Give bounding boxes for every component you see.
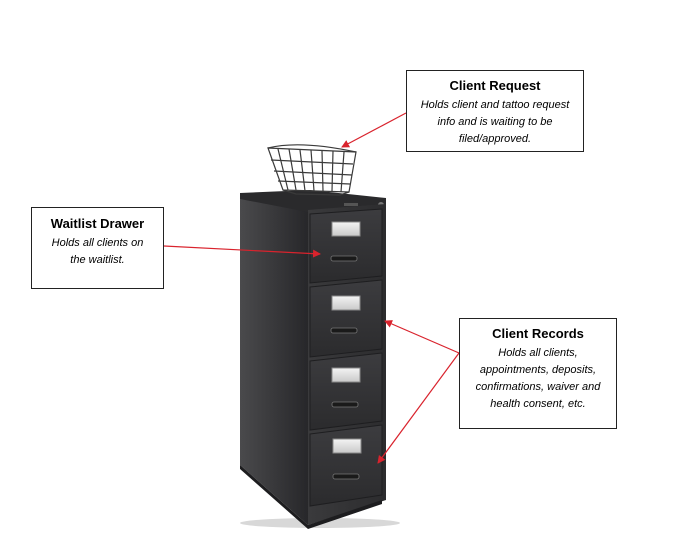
drawer-3 bbox=[309, 352, 383, 431]
callout-client-records: Client Records Holds all clients, appoin… bbox=[459, 318, 617, 429]
drawer-handle bbox=[332, 473, 360, 480]
drawer-handle bbox=[330, 255, 358, 262]
wire-basket bbox=[267, 144, 357, 196]
drawer-handle bbox=[331, 401, 359, 408]
callout-waitlist-drawer: Waitlist Drawer Holds all clients on the… bbox=[31, 207, 164, 289]
drawer-label-plate bbox=[331, 221, 361, 237]
drawer-1 bbox=[309, 208, 383, 284]
arrow-waitlist bbox=[163, 245, 321, 258]
arrow-client-records-upper bbox=[384, 320, 460, 354]
cabinet-base bbox=[240, 465, 382, 529]
drawer-label-plate bbox=[331, 367, 361, 383]
drawer-handle bbox=[330, 327, 358, 334]
drawer-label-plate bbox=[332, 438, 362, 454]
callout-title: Client Records bbox=[492, 326, 584, 341]
arrow-client-records-lower bbox=[377, 352, 460, 464]
callout-client-request: Client Request Holds client and tattoo r… bbox=[406, 70, 584, 152]
callout-description: Holds all clients, appointments, deposit… bbox=[475, 347, 601, 410]
arrow-client-request bbox=[341, 112, 407, 148]
callout-description: Holds client and tattoo request info and… bbox=[420, 99, 570, 145]
callout-description: Holds all clients on the waitlist. bbox=[51, 237, 144, 266]
drawer-2 bbox=[309, 279, 383, 358]
drawer-label-plate bbox=[331, 295, 361, 311]
callout-title: Client Request bbox=[449, 78, 541, 93]
cabinet-side-panel bbox=[240, 197, 308, 525]
callout-title: Waitlist Drawer bbox=[50, 216, 145, 231]
drawer-4 bbox=[309, 424, 383, 507]
